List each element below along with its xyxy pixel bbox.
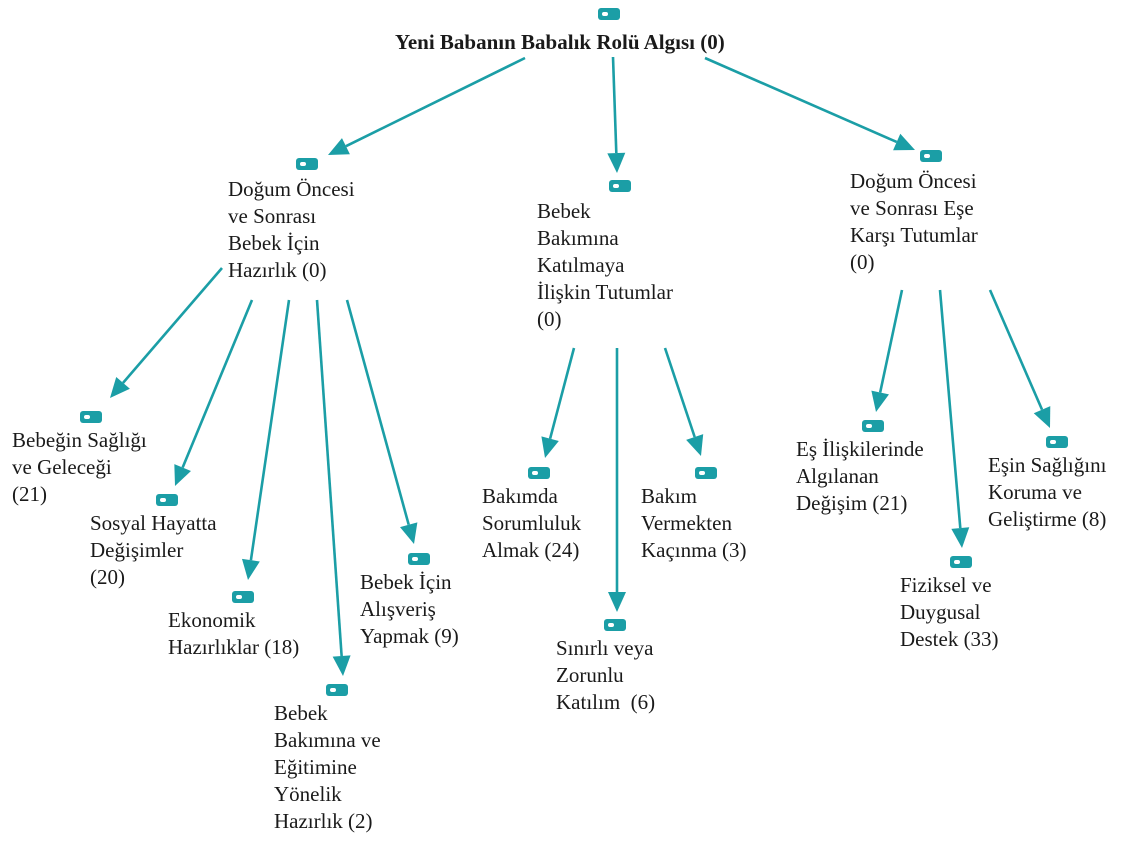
arrowhead-icon <box>328 138 350 155</box>
node-label: Bakım Vermekten Kaçınma (3) <box>641 484 747 562</box>
code-tag-icon <box>695 467 717 479</box>
node-label: Bebek İçin Alışveriş Yapmak (9) <box>360 570 459 648</box>
node-label: Eşin Sağlığını Koruma ve Geliştirme (8) <box>988 453 1107 531</box>
edge-line <box>704 56 898 144</box>
node-label: Sınırlı veya Zorunlu Katılım (6) <box>556 636 656 714</box>
arrowhead-icon <box>174 464 191 486</box>
node-label-root: Yeni Babanın Babalık Rolü Algısı (0) <box>395 30 725 54</box>
code-tag-icon <box>408 553 430 565</box>
node-label: Doğum Öncesi ve Sonrası Bebek İçin Hazır… <box>228 177 355 282</box>
code-tag-icon <box>609 180 631 192</box>
arrowhead-icon <box>110 376 130 398</box>
node-label: Fiziksel ve Duygusal Destek (33) <box>900 573 999 651</box>
code-tag-icon <box>296 158 318 170</box>
code-tag-icon <box>326 684 348 696</box>
arrowhead-icon <box>1033 406 1051 428</box>
edge-line <box>181 299 254 469</box>
arrowhead-icon <box>871 390 889 412</box>
edge-line <box>122 267 223 384</box>
arrowhead-icon <box>541 436 559 458</box>
node-label: Bebek Bakımına Katılmaya İlişkin Tutumla… <box>537 199 673 331</box>
code-tag-icon <box>1046 436 1068 448</box>
edge-line <box>345 299 410 526</box>
node-label: Bebeğin Sağlığı ve Geleceği (21) <box>12 428 147 506</box>
edge-line <box>548 347 576 439</box>
node-label: Doğum Öncesi ve Sonrası Eşe Karşı Tutuml… <box>850 169 978 274</box>
node-label: Bakımda Sorumluluk Almak (24) <box>482 484 582 562</box>
arrowhead-icon <box>686 434 704 456</box>
arrowhead-icon <box>893 133 915 151</box>
node-label: Eş İlişkilerinde Algılanan Değişim (21) <box>796 437 924 515</box>
edge-line <box>938 289 962 529</box>
code-tag-icon <box>604 619 626 631</box>
code-tag-icon <box>156 494 178 506</box>
code-tag-icon <box>950 556 972 568</box>
code-tag-icon <box>862 420 884 432</box>
code-tag-icon <box>80 411 102 423</box>
code-tag-icon <box>598 8 620 20</box>
edge-line <box>663 347 696 438</box>
code-tag-icon <box>528 467 550 479</box>
arrowhead-icon <box>608 592 626 612</box>
node-label: Sosyal Hayatta Değişimler (20) <box>90 511 217 589</box>
arrowhead-icon <box>607 152 626 173</box>
code-tag-icon <box>232 591 254 603</box>
arrowhead-icon <box>332 655 351 676</box>
node-label: Ekonomik Hazırlıklar (18) <box>168 608 300 659</box>
code-tag-icon <box>920 150 942 162</box>
node-label: Bebek Bakımına ve Eğitimine Yönelik Hazı… <box>274 701 381 833</box>
edge-line <box>315 299 343 657</box>
edge-line <box>988 289 1044 411</box>
edge-line <box>345 56 526 148</box>
edge-line <box>611 56 618 154</box>
edge-line <box>878 289 904 393</box>
arrowhead-icon <box>241 558 260 580</box>
arrowhead-icon <box>400 522 418 544</box>
arrowhead-icon <box>951 527 970 548</box>
edge-line <box>249 299 291 561</box>
